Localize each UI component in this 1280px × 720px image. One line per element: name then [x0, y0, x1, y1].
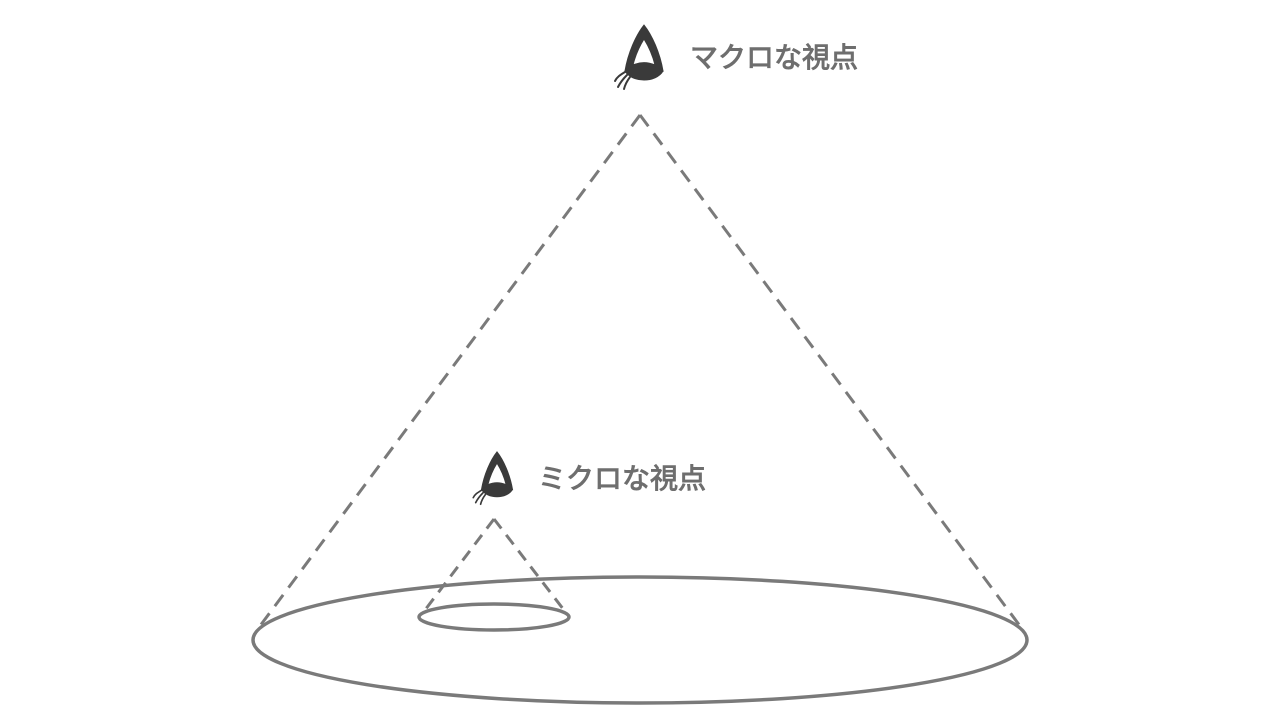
macro-eye-icon [614, 24, 664, 90]
micro-field-ellipse [417, 602, 571, 632]
macro-field-ellipse [251, 575, 1029, 705]
micro-cone-right-edge [492, 518, 569, 615]
micro-eye-icon [472, 450, 514, 506]
micro-cone-left-edge [420, 518, 496, 615]
macro-viewpoint-label: マクロな視点 [690, 41, 859, 74]
macro-cone-left-edge [255, 114, 642, 631]
macro-cone-right-edge [638, 114, 1025, 631]
micro-viewpoint-label: ミクロな視点 [538, 462, 707, 495]
